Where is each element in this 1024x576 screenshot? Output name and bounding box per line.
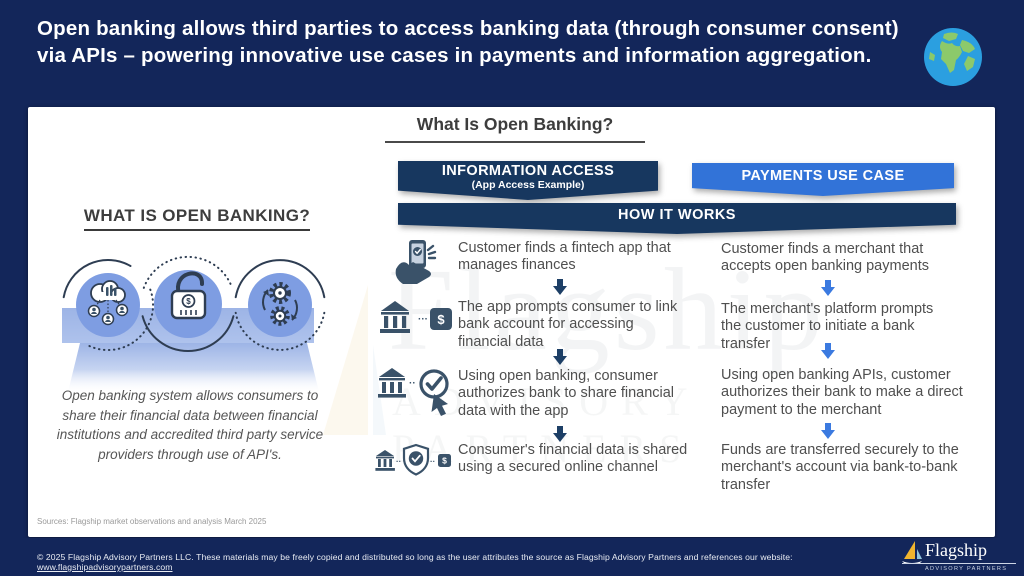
open-padlock-bank-icon: $ — [170, 271, 207, 320]
down-arrow-icon — [821, 280, 835, 296]
website-link[interactable]: www.flagshipadvisorypartners.com — [37, 562, 173, 572]
globe-icon — [924, 28, 982, 86]
information-access-banner: INFORMATION ACCESS (App Access Example) — [398, 161, 658, 200]
bank-link-dollar-icon: ··· $ — [380, 301, 452, 333]
down-arrow-icon — [553, 279, 567, 295]
payment-step-3: Using open banking APIs, customer author… — [721, 367, 963, 418]
users-cloud-icon — [87, 280, 129, 326]
left-panel-description: Open banking system allows consumers to … — [56, 388, 324, 462]
slide-title: Open banking allows third parties to acc… — [37, 17, 899, 67]
info-step-3: Using open banking, consumer authorizes … — [458, 368, 675, 419]
svg-text:$: $ — [442, 456, 447, 466]
phone-in-hand-icon — [395, 240, 437, 284]
down-arrow-icon — [821, 343, 835, 359]
gears-circle — [248, 273, 312, 337]
information-access-subtitle: (App Access Example) — [471, 179, 585, 191]
information-access-title: INFORMATION ACCESS — [441, 163, 615, 179]
flagship-logo-rule — [902, 563, 1016, 564]
down-arrow-icon — [553, 349, 567, 365]
open-banking-illustration: $ — [62, 255, 326, 396]
info-step-1: Customer finds a fintech app that manage… — [458, 240, 671, 274]
svg-text:$: $ — [186, 297, 191, 306]
svg-text:··: ·· — [430, 457, 435, 466]
copyright-text: © 2025 Flagship Advisory Partners LLC. T… — [37, 552, 887, 572]
footer — [0, 538, 1024, 576]
info-step-4: Consumer's financial data is shared usin… — [458, 442, 688, 476]
flagship-logo-tagline: ADVISORY PARTNERS — [925, 566, 1008, 572]
payment-step-4: Funds are transferred securely to the me… — [721, 442, 959, 493]
payment-step-1: Customer finds a merchant that accepts o… — [721, 241, 929, 275]
sources-note: Sources: Flagship market observations an… — [37, 517, 267, 526]
payment-step-2: The merchant's platform prompts the cust… — [721, 301, 934, 352]
info-step-2: The app prompts consumer to link bank ac… — [458, 299, 678, 350]
copyright-prefix: © 2025 Flagship Advisory Partners LLC. T… — [37, 552, 793, 562]
down-arrow-icon — [553, 426, 567, 442]
bank-shield-secure-icon: ·· ·· $ — [375, 443, 451, 476]
flagship-watermark-word: Flagship — [388, 244, 827, 375]
left-panel-heading: WHAT IS OPEN BANKING? — [57, 206, 337, 231]
svg-text:$: $ — [437, 312, 445, 327]
flagship-logo-name: Flagship — [925, 540, 988, 560]
gears-sync-icon — [262, 282, 298, 326]
svg-text:··: ·· — [409, 378, 416, 389]
payments-use-case-banner: PAYMENTS USE CASE — [692, 163, 954, 196]
down-arrow-icon — [821, 423, 835, 439]
section-title: What Is Open Banking? — [385, 114, 645, 143]
bank-authorize-check-icon: ·· — [378, 368, 449, 416]
sail-watermark-icon — [323, 285, 386, 435]
flagship-watermark-tagline: ADVISORY PARTNERS — [392, 379, 699, 471]
svg-text:···: ··· — [418, 314, 428, 325]
svg-text:··: ·· — [396, 457, 401, 466]
how-it-works-banner: HOW IT WORKS — [398, 203, 956, 234]
